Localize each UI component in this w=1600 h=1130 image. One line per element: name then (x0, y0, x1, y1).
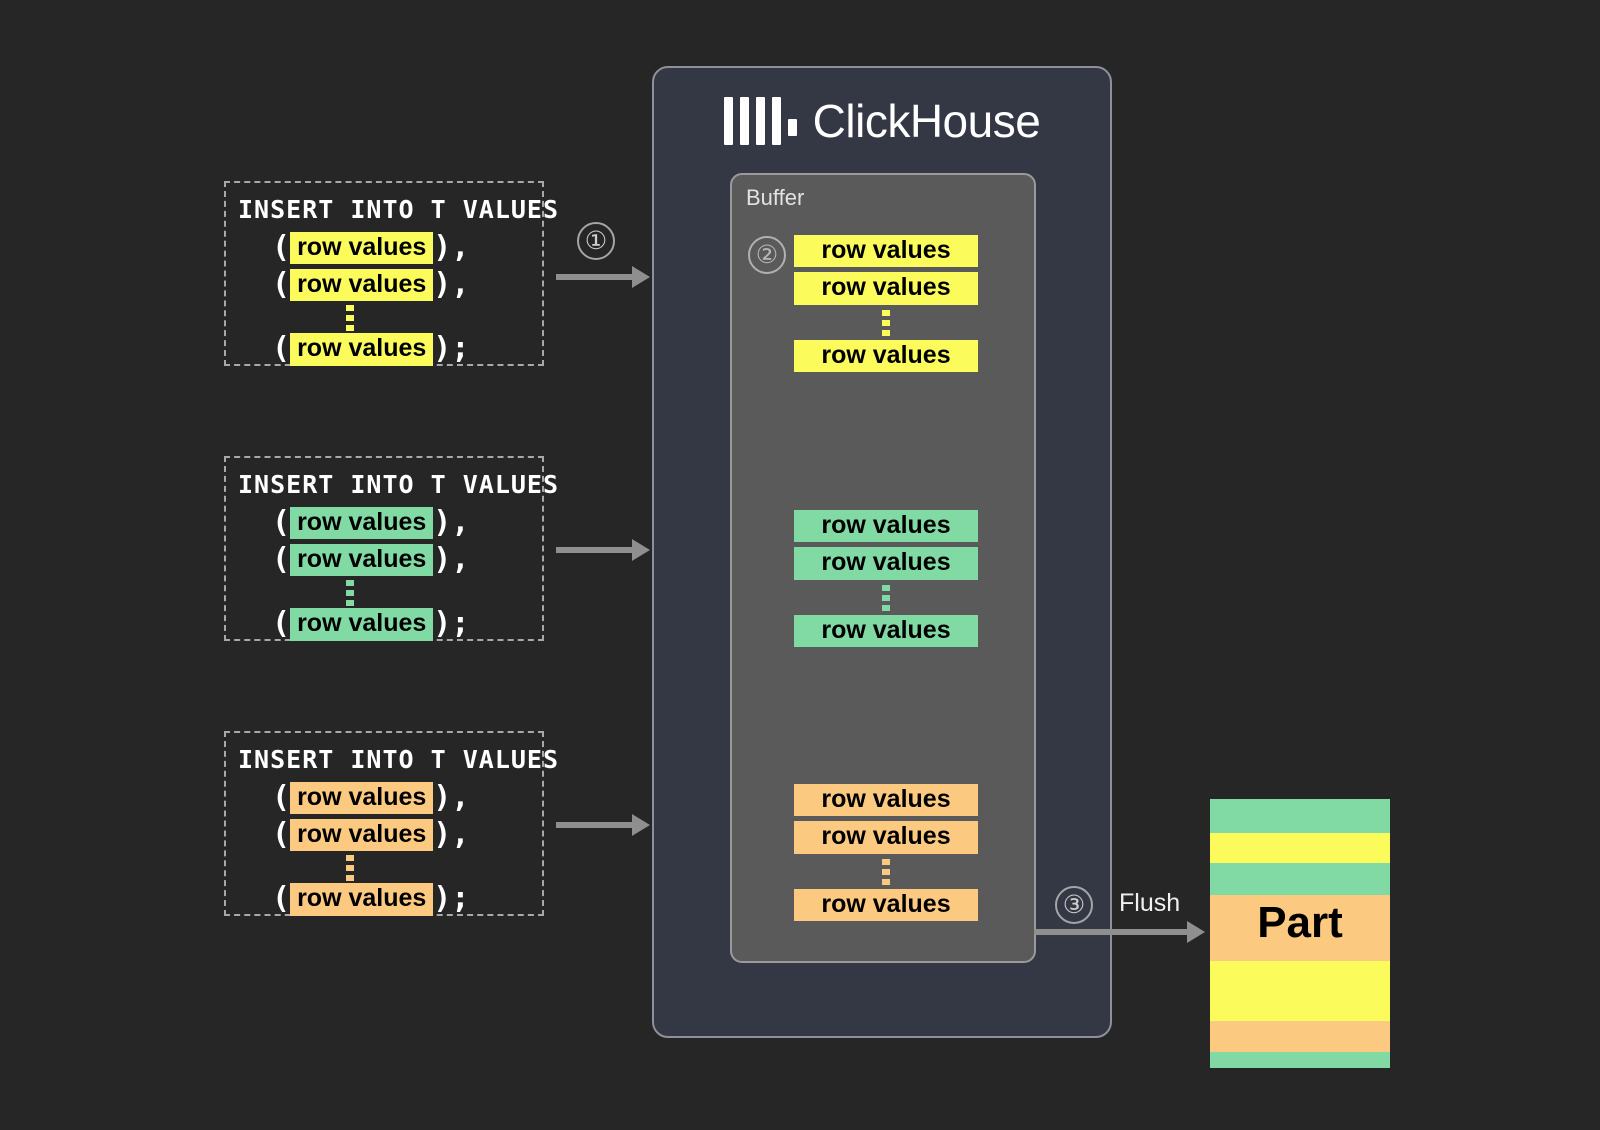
insert-header: INSERT INTO T VALUES (238, 195, 560, 224)
close-paren: ); (433, 606, 470, 642)
flush-label: Flush (1119, 889, 1181, 917)
buffer-panel: Buffer row values row values row values … (730, 173, 1036, 963)
vertical-ellipsis-icon (346, 855, 354, 882)
part-stripe-yellow (1210, 961, 1390, 1021)
insert-statement-box-green: INSERT INTO T VALUES ( row values ), ( r… (224, 456, 560, 642)
close-paren: ), (433, 504, 470, 540)
buffer-row-values: row values (794, 547, 978, 580)
step-marker-1: ① (577, 222, 615, 260)
close-paren: ), (433, 267, 470, 303)
open-paren: ( (272, 881, 291, 917)
insert-value-row: ( row values ), (272, 229, 530, 265)
arrow-insert-to-clickhouse-3 (556, 814, 650, 836)
close-paren: ), (433, 229, 470, 265)
step-marker-2: ② (748, 236, 786, 274)
row-values-chip: row values (290, 544, 434, 577)
clickhouse-panel: ClickHouse Buffer row values row values … (652, 66, 1112, 1038)
clickhouse-title: ClickHouse (812, 95, 1041, 147)
row-values-chip: row values (290, 819, 434, 852)
arrow-insert-to-clickhouse-2 (556, 539, 650, 561)
arrow-insert-to-clickhouse-1 (556, 266, 650, 288)
insert-header: INSERT INTO T VALUES (238, 745, 560, 774)
part-stripe-orange (1210, 1021, 1390, 1052)
part-stripe-orange (1210, 895, 1390, 961)
buffer-row-values: row values (794, 784, 978, 817)
arrow-flush-to-part (1034, 921, 1205, 943)
clickhouse-brand: ClickHouse (654, 94, 1110, 148)
open-paren: ( (272, 606, 291, 642)
insert-value-row: ( row values ); (272, 331, 530, 367)
buffer-row-values: row values (794, 339, 978, 372)
part-block: Part (1210, 799, 1390, 1068)
vertical-ellipsis-icon (794, 584, 978, 611)
row-values-chip: row values (290, 506, 434, 539)
row-values-chip: row values (290, 269, 434, 302)
row-values-chip: row values (290, 608, 434, 641)
insert-statement-box-yellow: INSERT INTO T VALUES ( row values ), ( r… (224, 181, 560, 367)
open-paren: ( (272, 542, 291, 578)
close-paren: ), (433, 779, 470, 815)
part-stripe-green (1210, 863, 1390, 895)
open-paren: ( (272, 779, 291, 815)
insert-value-row: ( row values ), (272, 542, 530, 578)
buffer-group-green: row values row values row values (794, 510, 978, 647)
buffer-label: Buffer (746, 185, 805, 210)
vertical-ellipsis-icon (794, 309, 978, 336)
insert-value-row: ( row values ), (272, 779, 530, 815)
open-paren: ( (272, 267, 291, 303)
insert-value-row: ( row values ), (272, 267, 530, 303)
insert-value-row: ( row values ), (272, 817, 530, 853)
row-values-chip: row values (290, 883, 434, 916)
row-values-chip: row values (290, 781, 434, 814)
buffer-row-values: row values (794, 888, 978, 921)
buffer-row-values: row values (794, 614, 978, 647)
close-paren: ); (433, 881, 470, 917)
buffer-row-values: row values (794, 821, 978, 854)
part-stripe-yellow (1210, 833, 1390, 863)
insert-value-row: ( row values ); (272, 606, 530, 642)
buffer-row-values: row values (794, 272, 978, 305)
buffer-row-values: row values (794, 235, 978, 268)
row-values-chip: row values (290, 231, 434, 264)
open-paren: ( (272, 331, 291, 367)
vertical-ellipsis-icon (794, 858, 978, 885)
buffer-group-yellow: row values row values row values (794, 235, 978, 372)
part-stripe-green (1210, 799, 1390, 833)
insert-statement-box-orange: INSERT INTO T VALUES ( row values ), ( r… (224, 731, 560, 917)
open-paren: ( (272, 504, 291, 540)
vertical-ellipsis-icon (346, 580, 354, 607)
open-paren: ( (272, 817, 291, 853)
buffer-row-values: row values (794, 510, 978, 543)
clickhouse-logo-icon (723, 97, 797, 145)
row-values-chip: row values (290, 333, 434, 366)
vertical-ellipsis-icon (346, 305, 354, 332)
close-paren: ); (433, 331, 470, 367)
insert-value-row: ( row values ), (272, 504, 530, 540)
insert-value-row: ( row values ); (272, 881, 530, 917)
insert-header: INSERT INTO T VALUES (238, 470, 560, 499)
open-paren: ( (272, 229, 291, 265)
buffer-group-orange: row values row values row values (794, 784, 978, 921)
part-stripe-green (1210, 1052, 1390, 1068)
step-marker-3: ③ (1055, 886, 1093, 924)
close-paren: ), (433, 542, 470, 578)
close-paren: ), (433, 817, 470, 853)
